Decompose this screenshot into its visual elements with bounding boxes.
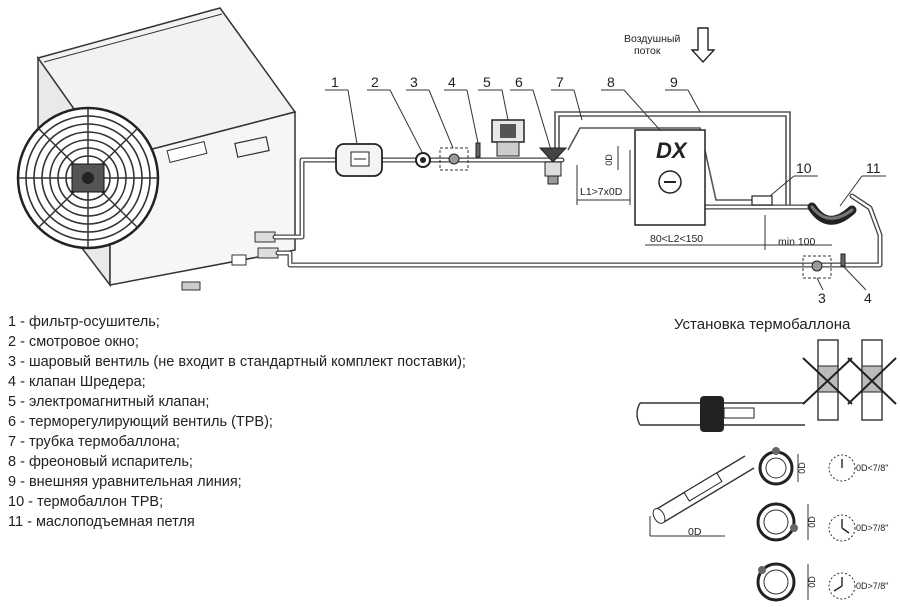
callout-7: 7 — [556, 74, 564, 90]
callout-3: 3 — [410, 74, 418, 90]
schrader-valve — [475, 142, 481, 158]
ball-valve — [439, 147, 469, 171]
airflow-line1: Воздушный — [624, 33, 680, 45]
callout-8: 8 — [607, 74, 615, 90]
callout-10: 10 — [796, 160, 812, 176]
evaporator-label: DX — [656, 138, 688, 163]
airflow-line2: поток — [634, 45, 661, 57]
legend-item: 10 - термобаллон ТРВ; — [8, 494, 164, 510]
bulb-on-vertical-pipe-wrong — [802, 339, 853, 421]
airflow-indicator: Воздушный поток — [624, 27, 716, 64]
equalizer-line — [554, 111, 791, 205]
condensing-unit — [16, 7, 297, 291]
callout-leaders — [325, 89, 886, 291]
callout-lower-4: 4 — [864, 290, 872, 306]
callout-numbers: 1 2 3 4 5 6 7 8 9 10 11 3 4 — [331, 74, 881, 306]
filter-drier — [335, 143, 383, 177]
cond-small: 0D<7/8" — [856, 463, 888, 473]
callout-1: 1 — [331, 74, 339, 90]
clamp-detail-small — [758, 447, 856, 486]
callout-lower-3: 3 — [818, 290, 826, 306]
bulb-installation-title: Установка термобаллона — [674, 316, 851, 333]
callout-11: 11 — [866, 160, 881, 176]
clamp-detail-large — [756, 562, 856, 602]
callout-6: 6 — [515, 74, 523, 90]
airflow-arrow-icon — [690, 27, 716, 64]
bulb-on-horizontal-pipe — [636, 396, 805, 432]
legend-item: 1 - фильтр-осушитель; — [8, 314, 160, 330]
cond-big-2: 0D>7/8" — [856, 581, 888, 591]
legend-item: 5 - электромагнитный клапан; — [8, 394, 210, 410]
legend-item: 9 - внешняя уравнительная линия; — [8, 474, 242, 490]
legend-item: 7 - трубка термобаллона; — [8, 434, 180, 450]
suction-ball-valve — [802, 255, 832, 279]
txv-valve — [538, 147, 568, 185]
clamp-detail-medium — [756, 502, 856, 542]
evaporator: DX — [634, 129, 706, 226]
cond-big-1: 0D>7/8" — [856, 523, 888, 533]
clamp-od-large: 0D — [807, 576, 817, 588]
dim-l2-label: 80<L2<150 — [650, 233, 703, 245]
callout-5: 5 — [483, 74, 491, 90]
suction-line — [275, 193, 883, 268]
bulb-diagonal-pipe — [649, 455, 755, 537]
legend-item: 3 - шаровый вентиль (не входит в стандар… — [8, 354, 466, 370]
dim-l1-label: L1>7x0D — [580, 186, 623, 198]
bulb-capillary — [567, 127, 765, 201]
legend-item: 11 - маслоподъемная петля — [8, 514, 195, 530]
dimension-lines — [576, 146, 832, 250]
liquid-line — [272, 157, 565, 240]
bulb-on-vertical-pipe-wrong-2 — [847, 339, 897, 421]
callout-9: 9 — [670, 74, 678, 90]
legend-item: 6 - терморегулирующий вентиль (ТРВ); — [8, 414, 273, 430]
clamp-od-medium: 0D — [807, 516, 817, 528]
callout-2: 2 — [371, 74, 379, 90]
solenoid-valve — [491, 119, 525, 157]
fan-guard — [16, 106, 160, 250]
callout-4: 4 — [448, 74, 456, 90]
legend-item: 2 - смотровое окно; — [8, 334, 139, 350]
clamp-od-small: 0D — [797, 462, 807, 474]
dim-min-label: min 100 — [778, 236, 816, 248]
bulb-od-label: 0D — [688, 526, 702, 538]
legend-item: 8 - фреоновый испаритель; — [8, 454, 193, 470]
legend-item: 4 - клапан Шредера; — [8, 374, 146, 390]
suction-schrader-valve — [840, 253, 846, 267]
sight-glass — [415, 152, 431, 168]
oil-trap-loop — [807, 202, 857, 225]
legend-list: 1 - фильтр-осушитель; 2 - смотровое окно… — [8, 312, 466, 532]
txv-bulb — [751, 195, 773, 206]
dim-od-label: 0D — [604, 154, 614, 166]
